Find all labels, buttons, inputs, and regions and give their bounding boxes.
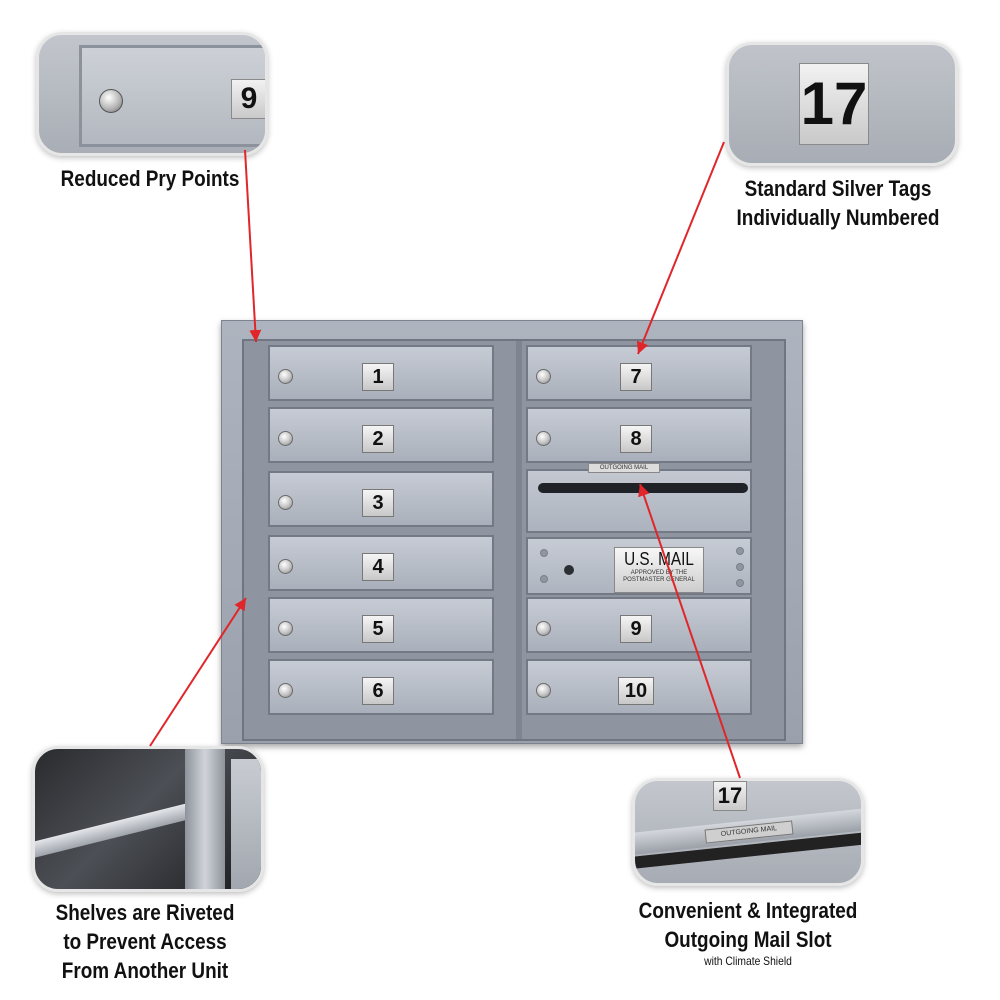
outgoing-slot-tag: 17 xyxy=(713,781,747,811)
shelf-wall xyxy=(231,759,261,889)
door-3[interactable]: 3 xyxy=(268,471,494,527)
outgoing-slot-caption: Convenient & Integrated Outgoing Mail Sl… xyxy=(636,896,860,968)
usmail-sub-2: POSTMASTER GENERAL xyxy=(623,577,695,583)
shelf-divider xyxy=(185,749,225,889)
lock-icon[interactable] xyxy=(536,621,551,636)
mailbox-frame: 1 2 3 4 5 6 7 8 OUTGOING MAIL U.S. MAIL … xyxy=(242,339,786,741)
lock-icon[interactable] xyxy=(536,369,551,384)
lock-icon[interactable] xyxy=(278,559,293,574)
rivet xyxy=(736,563,744,571)
lock-icon[interactable] xyxy=(278,683,293,698)
door-tag: 3 xyxy=(362,489,394,517)
usmail-title: U.S. MAIL xyxy=(624,549,694,569)
outgoing-mail-plate: OUTGOING MAIL xyxy=(588,463,660,473)
silver-tags-photo: 17 xyxy=(726,42,958,166)
outgoing-mail-slot[interactable] xyxy=(538,483,748,493)
lock-icon[interactable] xyxy=(536,431,551,446)
door-tag: 9 xyxy=(620,615,652,643)
door-10[interactable]: 10 xyxy=(526,659,752,715)
lock-icon[interactable] xyxy=(278,495,293,510)
lock-icon[interactable] xyxy=(278,431,293,446)
mailbox-unit: 1 2 3 4 5 6 7 8 OUTGOING MAIL U.S. MAIL … xyxy=(221,320,803,744)
door-tag: 7 xyxy=(620,363,652,391)
door-1[interactable]: 1 xyxy=(268,345,494,401)
lock-icon xyxy=(99,89,123,113)
door-8[interactable]: 8 xyxy=(526,407,752,463)
arrow-pry-points xyxy=(244,149,262,343)
silver-tags-tag: 17 xyxy=(799,63,869,145)
door-7[interactable]: 7 xyxy=(526,345,752,401)
rivet xyxy=(736,579,744,587)
center-rail xyxy=(516,341,522,739)
silver-tags-caption-line2: Individually Numbered xyxy=(736,205,940,230)
outgoing-slot-photo: 17 OUTGOING MAIL xyxy=(632,778,864,886)
pry-points-caption-text: Reduced Pry Points xyxy=(60,166,240,191)
door-2[interactable]: 2 xyxy=(268,407,494,463)
door-5[interactable]: 5 xyxy=(268,597,494,653)
door-tag: 8 xyxy=(620,425,652,453)
door-6[interactable]: 6 xyxy=(268,659,494,715)
door-tag: 2 xyxy=(362,425,394,453)
silver-tags-caption: Standard Silver Tags Individually Number… xyxy=(735,174,941,232)
lock-icon[interactable] xyxy=(278,621,293,636)
usmail-panel: U.S. MAIL APPROVED BY THE POSTMASTER GEN… xyxy=(526,537,752,595)
rivet xyxy=(736,547,744,555)
door-tag: 4 xyxy=(362,553,394,581)
usmail-plate: U.S. MAIL APPROVED BY THE POSTMASTER GEN… xyxy=(614,547,704,593)
door-9[interactable]: 9 xyxy=(526,597,752,653)
door-tag: 10 xyxy=(618,677,654,705)
door-tag: 1 xyxy=(362,363,394,391)
door-tag: 6 xyxy=(362,677,394,705)
shelves-caption-line2: to Prevent Access xyxy=(63,929,227,954)
shelves-caption-line1: Shelves are Riveted xyxy=(55,900,235,925)
usmail-sub-1: APPROVED BY THE xyxy=(630,570,688,576)
keyhole-icon[interactable] xyxy=(564,565,574,575)
pry-points-tag: 9 xyxy=(231,79,265,119)
lock-icon[interactable] xyxy=(278,369,293,384)
rivet xyxy=(540,549,548,557)
pry-points-caption: Reduced Pry Points xyxy=(55,164,244,193)
outgoing-slot-caption-sub: with Climate Shield xyxy=(704,954,792,968)
silver-tags-caption-line1: Standard Silver Tags xyxy=(744,176,932,201)
door-tag: 5 xyxy=(362,615,394,643)
shelves-caption: Shelves are Riveted to Prevent Access Fr… xyxy=(46,898,244,985)
pry-points-photo: 9 xyxy=(36,32,268,156)
outgoing-slot-caption-line1: Convenient & Integrated xyxy=(638,898,858,923)
lock-icon[interactable] xyxy=(536,683,551,698)
door-4[interactable]: 4 xyxy=(268,535,494,591)
outgoing-slot-caption-line2: Outgoing Mail Slot xyxy=(664,927,832,952)
shelves-photo xyxy=(32,746,264,892)
outgoing-mail-panel: OUTGOING MAIL xyxy=(526,463,752,533)
shelves-caption-line3: From Another Unit xyxy=(61,958,229,983)
rivet xyxy=(540,575,548,583)
